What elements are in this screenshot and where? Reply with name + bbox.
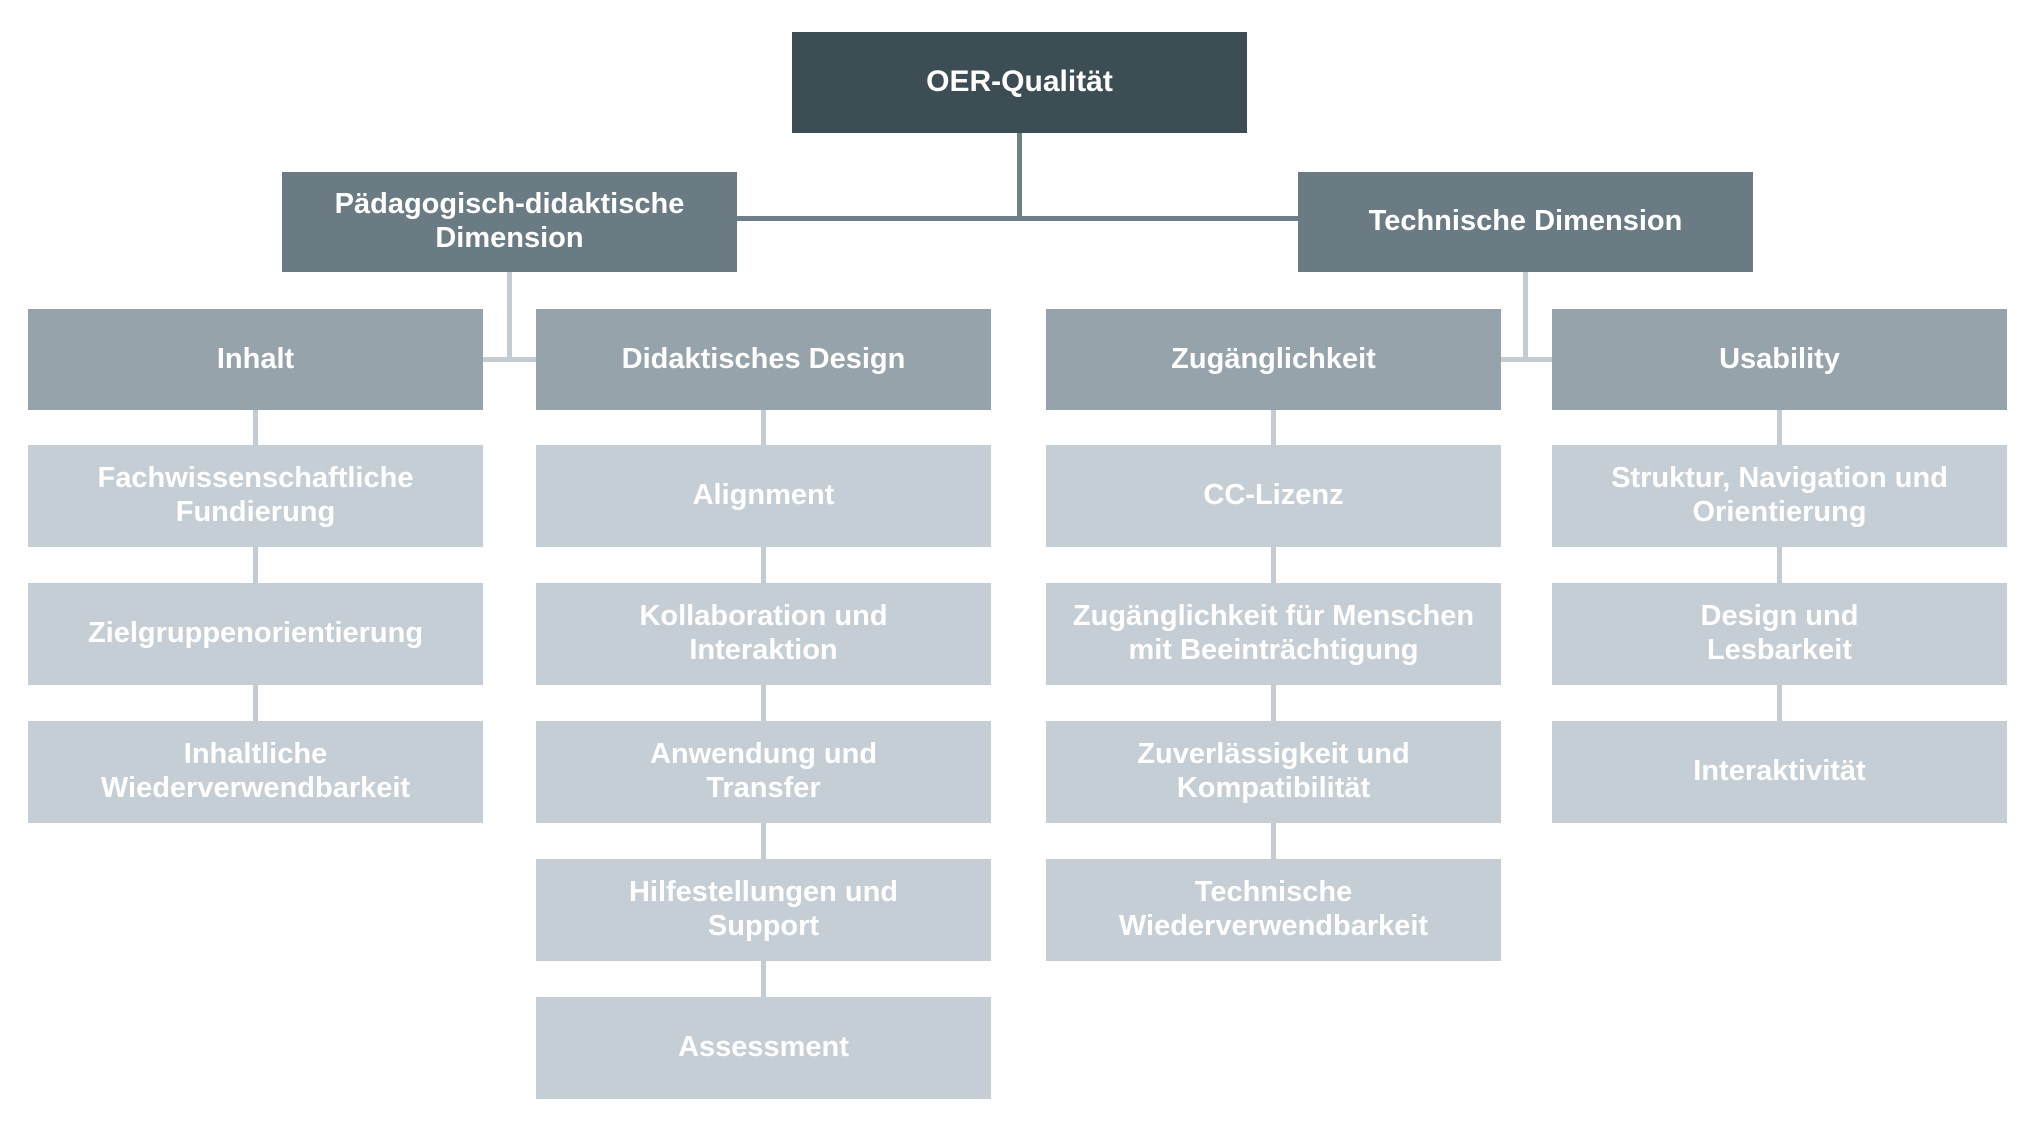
subcategory-node: Technische Wiederverwendbarkeit: [1046, 859, 1501, 961]
subcategory-node: Struktur, Navigation und Orientierung: [1552, 445, 2007, 547]
connector-line: [253, 685, 258, 721]
connector-line: [1271, 823, 1276, 859]
connector-line: [761, 685, 766, 721]
category-header-usability: Usability: [1552, 309, 2007, 410]
connector-zugaenglichkeit-usability-stub: [1501, 357, 1552, 362]
category-header-didaktisches-design: Didaktisches Design: [536, 309, 991, 410]
connector-line: [1271, 547, 1276, 583]
connector-dimensions-horizontal: [737, 216, 1298, 221]
connector-line: [1777, 685, 1782, 721]
connector-line: [1271, 410, 1276, 445]
subcategory-node: Alignment: [536, 445, 991, 547]
subcategory-node: Interaktivität: [1552, 721, 2007, 823]
connector-line: [1777, 410, 1782, 445]
subcategory-node: Design und Lesbarkeit: [1552, 583, 2007, 685]
connector-line: [253, 410, 258, 445]
connector-root-vertical: [1017, 133, 1022, 218]
subcategory-node: Fachwissenschaftliche Fundierung: [28, 445, 483, 547]
root-node-oer-qualitaet: OER-Qualität: [792, 32, 1247, 133]
connector-line: [761, 961, 766, 997]
subcategory-node: Zugänglichkeit für Menschen mit Beeinträ…: [1046, 583, 1501, 685]
subcategory-node: Inhaltliche Wiederverwendbarkeit: [28, 721, 483, 823]
connector-inhalt-didaktisch-stub: [483, 357, 536, 362]
dimension-node-paedagogisch-didaktisch: Pädagogisch-didaktische Dimension: [282, 172, 737, 272]
subcategory-node: Zielgruppenorientierung: [28, 583, 483, 685]
category-header-inhalt: Inhalt: [28, 309, 483, 410]
subcategory-node: CC-Lizenz: [1046, 445, 1501, 547]
connector-line: [761, 823, 766, 859]
connector-line: [761, 547, 766, 583]
connector-line: [761, 410, 766, 445]
connector-paedagogisch-vertical: [507, 272, 512, 359]
subcategory-node: Zuverlässigkeit und Kompatibilität: [1046, 721, 1501, 823]
category-header-zugaenglichkeit: Zugänglichkeit: [1046, 309, 1501, 410]
connector-line: [253, 547, 258, 583]
connector-technisch-vertical: [1523, 272, 1528, 359]
connector-line: [1271, 685, 1276, 721]
subcategory-node: Assessment: [536, 997, 991, 1099]
subcategory-node: Anwendung und Transfer: [536, 721, 991, 823]
subcategory-node: Hilfestellungen und Support: [536, 859, 991, 961]
connector-line: [1777, 547, 1782, 583]
subcategory-node: Kollaboration und Interaktion: [536, 583, 991, 685]
dimension-node-technisch: Technische Dimension: [1298, 172, 1753, 272]
